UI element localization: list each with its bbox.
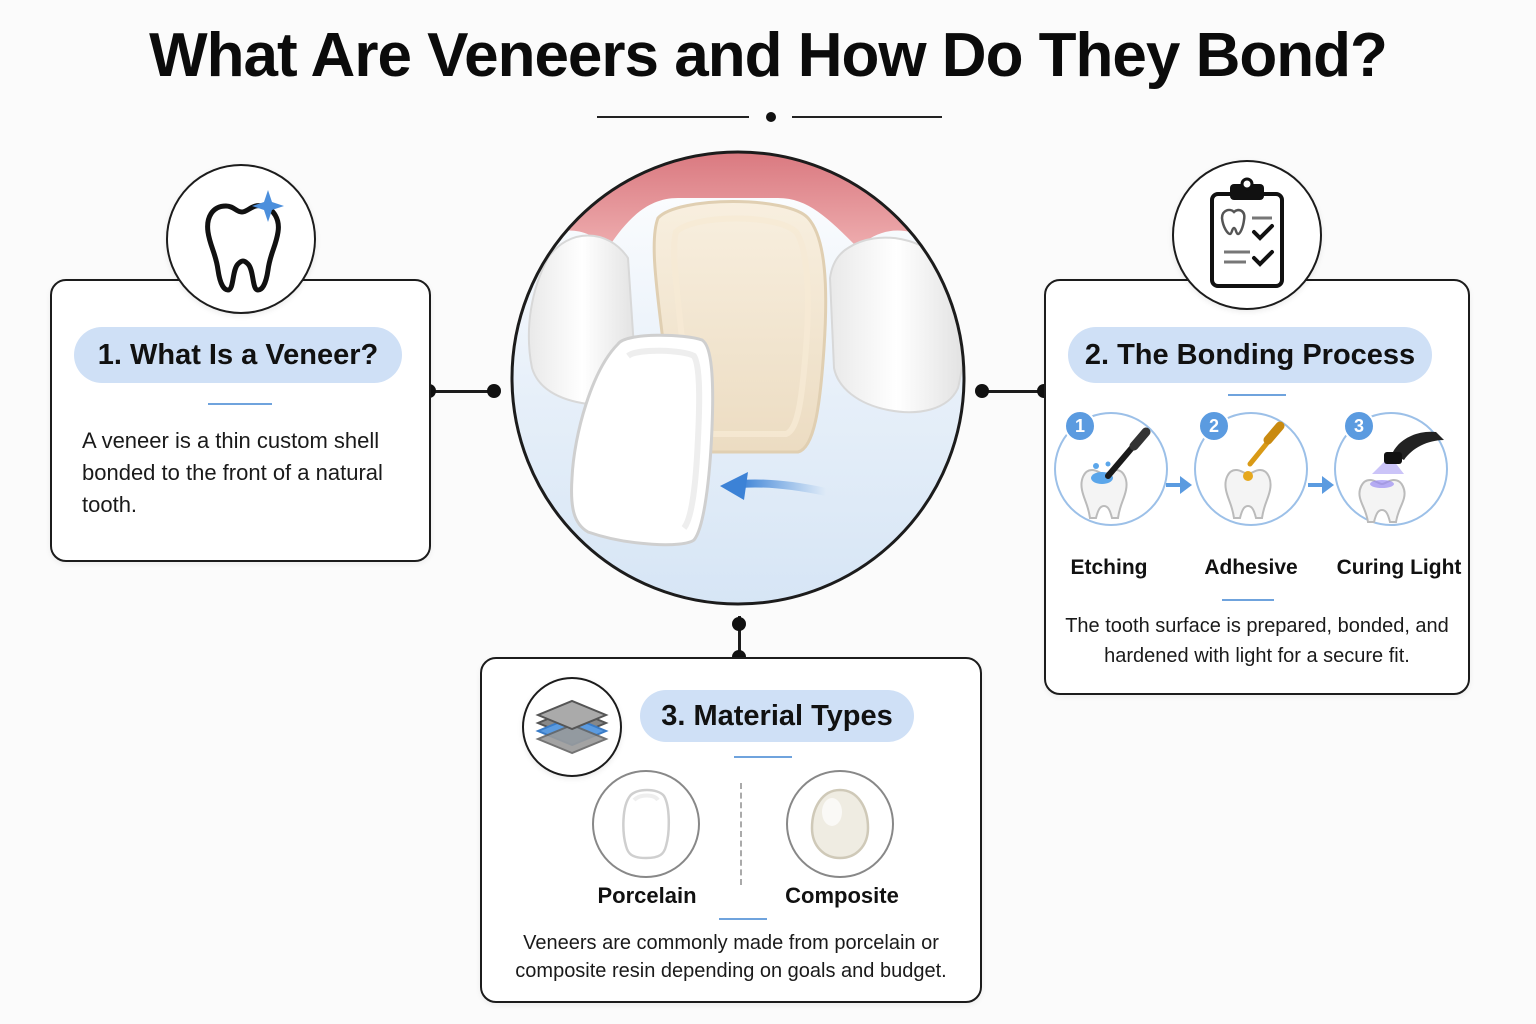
section-body: Veneers are commonly made from porcelain… <box>515 932 947 982</box>
connector-bottom <box>738 616 741 658</box>
material-divider <box>740 783 742 885</box>
title-divider-dot <box>766 112 776 122</box>
section-heading: 1. What Is a Veneer? <box>74 327 402 383</box>
page-title: What Are Veneers and How Do They Bond? <box>149 21 1388 90</box>
card-what-is-veneer: 1. What Is a Veneer? A veneer is a thin … <box>50 279 431 562</box>
veneer-illustration <box>510 150 966 606</box>
composite-veneer-icon <box>786 770 894 878</box>
connector-left <box>428 390 494 393</box>
title-rule-right <box>792 116 942 118</box>
tooth-sparkle-icon <box>166 164 316 314</box>
section-heading: 3. Material Types <box>640 690 914 742</box>
connector-node <box>732 617 746 631</box>
accent-rule <box>734 756 792 758</box>
accent-rule <box>719 918 767 920</box>
porcelain-veneer-icon <box>592 770 700 878</box>
step-arrow-icon <box>1308 476 1334 494</box>
step-label-adhesive: Adhesive <box>1204 556 1298 579</box>
accent-rule <box>208 403 272 405</box>
section-body: The tooth surface is prepared, bonded, a… <box>1065 615 1449 667</box>
title-rule-left <box>597 116 749 118</box>
step-number: 3 <box>1343 410 1375 442</box>
accent-rule <box>1222 599 1274 601</box>
step-number: 1 <box>1064 410 1096 442</box>
accent-rule <box>1228 394 1286 396</box>
step-number: 2 <box>1198 410 1230 442</box>
section-heading: 2. The Bonding Process <box>1068 327 1432 383</box>
material-label-composite: Composite <box>785 883 899 908</box>
material-label-porcelain: Porcelain <box>597 883 697 908</box>
step-label-curing-light: Curing Light <box>1336 556 1462 579</box>
step-arrow-icon <box>1166 476 1192 494</box>
connector-node <box>487 384 501 398</box>
curing-light-step-icon <box>1334 412 1448 526</box>
clipboard-checklist-icon <box>1172 160 1322 310</box>
section-body: A veneer is a thin custom shell bonded t… <box>82 428 383 517</box>
connector-node <box>975 384 989 398</box>
connector-right <box>982 390 1044 393</box>
layers-icon <box>522 677 622 777</box>
step-label-etching: Etching <box>1070 556 1148 579</box>
